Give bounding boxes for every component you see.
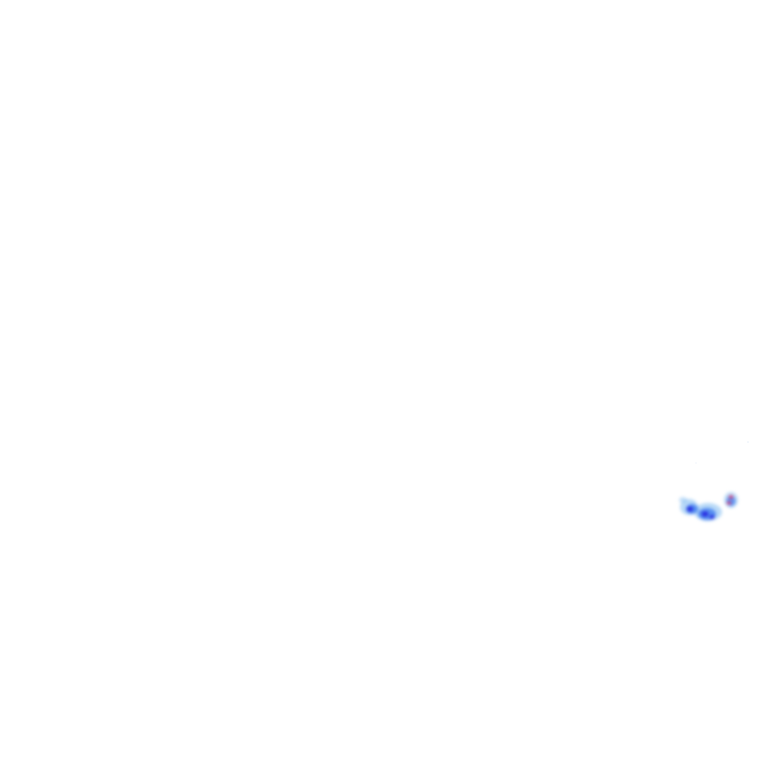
blob-core — [709, 515, 715, 519]
blob-cluster — [679, 492, 738, 521]
faint-speck — [695, 462, 697, 464]
blob-core — [686, 506, 694, 512]
blob-hot — [728, 495, 734, 499]
faint-speck — [747, 441, 749, 443]
blob-core — [701, 511, 709, 517]
blob-halo — [679, 497, 687, 503]
blob-hot — [726, 501, 732, 505]
